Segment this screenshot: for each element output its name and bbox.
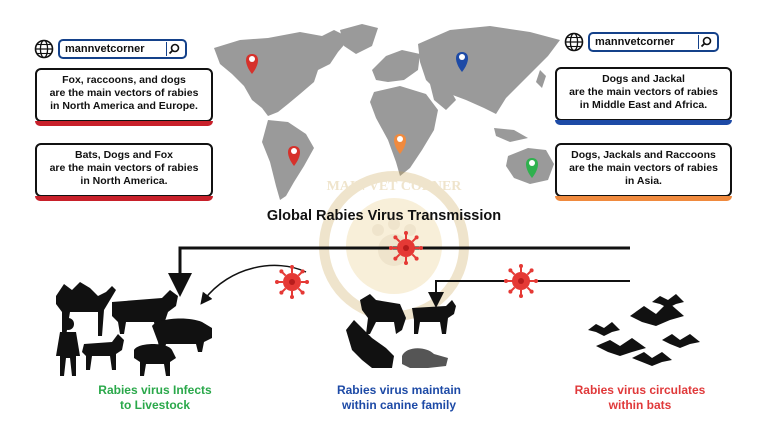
pin-north-america — [246, 54, 258, 74]
globe-icon — [34, 39, 54, 59]
bat-silhouette — [588, 322, 620, 336]
bat-to-canine-arrow — [428, 280, 630, 308]
bat-silhouette — [632, 352, 672, 366]
info-card-north-america: Bats, Dogs and Fox are the main vectors … — [35, 143, 213, 201]
south-america-shape — [262, 120, 314, 200]
pin-asia — [456, 52, 468, 72]
north-america-shape — [214, 30, 350, 116]
main-transmission-arrow — [168, 246, 630, 297]
farmer-silhouette — [56, 318, 80, 376]
caption-canine: Rabies virus maintain within canine fami… — [336, 383, 462, 412]
info-card-north-america-europe: Fox, raccoons, and dogs are the main vec… — [35, 68, 213, 126]
canine-to-livestock-arrow — [200, 264, 307, 305]
bat-silhouette — [596, 338, 646, 356]
greenland-shape — [340, 24, 378, 54]
search-query-left: mannvetcorner — [65, 43, 145, 55]
africa-shape — [370, 86, 438, 176]
search-bar-left: mannvetcorner — [34, 39, 187, 59]
caption-livestock: Rabies virus Infects to Livestock — [98, 383, 212, 412]
watermark-text: MAIN VET CORNER — [327, 179, 463, 194]
search-input-right[interactable]: mannvetcorner — [588, 32, 719, 52]
pig-silhouette — [152, 318, 212, 352]
europe-shape — [372, 50, 420, 82]
camel-silhouette — [56, 282, 116, 336]
search-icon[interactable] — [698, 35, 715, 49]
bat-silhouette — [662, 334, 700, 348]
diagram-title: Global Rabies Virus Transmission — [266, 208, 502, 224]
search-bar-right: mannvetcorner — [564, 32, 719, 52]
bat-silhouette — [652, 294, 684, 308]
info-card-asia: Dogs, Jackals and Raccoons are the main … — [555, 143, 732, 201]
japan-shape — [536, 70, 546, 88]
raccoon-silhouette — [402, 348, 448, 368]
middle-east-shape — [430, 84, 456, 110]
fox-silhouette — [360, 294, 406, 334]
bat-silhouette — [630, 302, 684, 326]
jackal-silhouette — [412, 300, 456, 334]
caption-bats: Rabies virus circulates within bats — [574, 383, 706, 412]
pin-south-america — [288, 146, 300, 166]
pin-australia — [526, 158, 538, 178]
sheep-silhouette — [134, 344, 176, 376]
globe-icon — [564, 32, 584, 52]
wolf-silhouette — [346, 320, 394, 368]
search-input-left[interactable]: mannvetcorner — [58, 39, 187, 59]
goat-silhouette — [82, 334, 124, 370]
search-icon[interactable] — [166, 42, 183, 56]
asia-shape — [418, 26, 560, 114]
indonesia-shape — [494, 128, 528, 142]
search-query-right: mannvetcorner — [595, 36, 675, 48]
info-card-middle-east-africa: Dogs and Jackal are the main vectors of … — [555, 67, 732, 125]
pin-africa — [394, 134, 406, 154]
